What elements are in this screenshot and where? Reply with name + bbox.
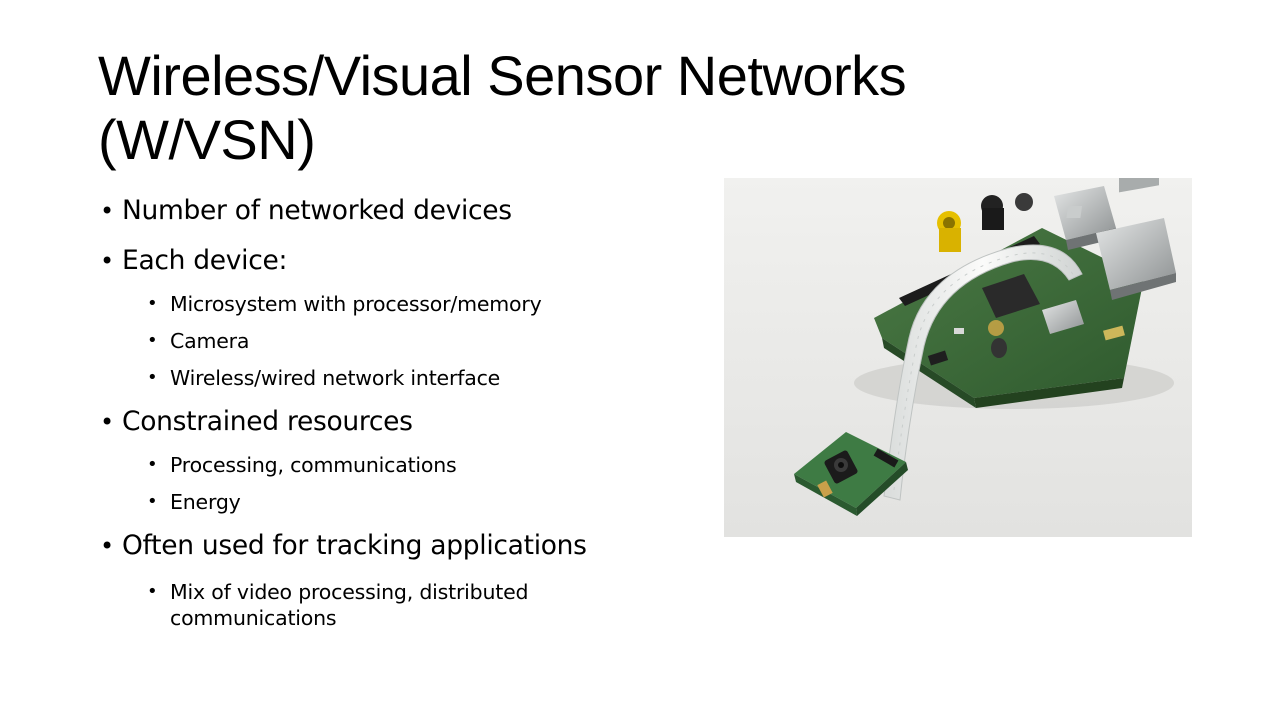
bullet-text: Often used for tracking applications [122, 530, 587, 561]
bullet-glyph: • [147, 454, 158, 475]
bullet-glyph: • [147, 293, 158, 314]
sub-bullet-text: Microsystem with processor/memory [170, 292, 542, 316]
bullet-glyph: • [147, 367, 158, 388]
sub-bullet-item: • Energy [100, 489, 680, 515]
bullet-glyph: • [100, 532, 114, 560]
sub-bullet-item: • Microsystem with processor/memory [100, 291, 680, 317]
sub-bullet-text: Energy [170, 490, 241, 514]
bullet-item: • Each device: [100, 242, 680, 280]
raspberry-pi-camera-photo [724, 178, 1192, 537]
bullet-item: • Number of networked devices [100, 192, 680, 230]
bullet-glyph: • [147, 330, 158, 351]
bullet-text: Number of networked devices [122, 195, 512, 226]
bullet-glyph: • [147, 581, 158, 602]
sub-bullet-item: • Camera [100, 328, 680, 354]
bullet-item: • Constrained resources [100, 403, 680, 441]
slide-title: Wireless/Visual Sensor Networks (W/VSN) [98, 44, 907, 171]
bullet-text: Each device: [122, 245, 288, 276]
ribbon-cable [883, 244, 1083, 501]
bullet-glyph: • [100, 408, 114, 436]
bullet-text: Constrained resources [122, 406, 413, 437]
sub-bullet-text: Wireless/wired network interface [170, 366, 501, 390]
raspberry-pi-camera-illustration [724, 178, 1192, 537]
sub-bullet-text: Camera [170, 329, 250, 353]
sub-bullet-item: • Mix of video processing, distributed c… [100, 579, 680, 631]
bullet-list: • Number of networked devices • Each dev… [100, 192, 680, 631]
sub-bullet-item: • Wireless/wired network interface [100, 365, 680, 391]
bullet-glyph: • [147, 491, 158, 512]
bullet-item: • Often used for tracking applications [100, 527, 680, 565]
sub-bullet-text: Mix of video processing, distributed com… [170, 580, 529, 630]
sub-bullet-item: • Processing, communications [100, 452, 680, 478]
sub-bullet-text: Processing, communications [170, 453, 457, 477]
bullet-glyph: • [100, 247, 114, 275]
bullet-glyph: • [100, 197, 114, 225]
